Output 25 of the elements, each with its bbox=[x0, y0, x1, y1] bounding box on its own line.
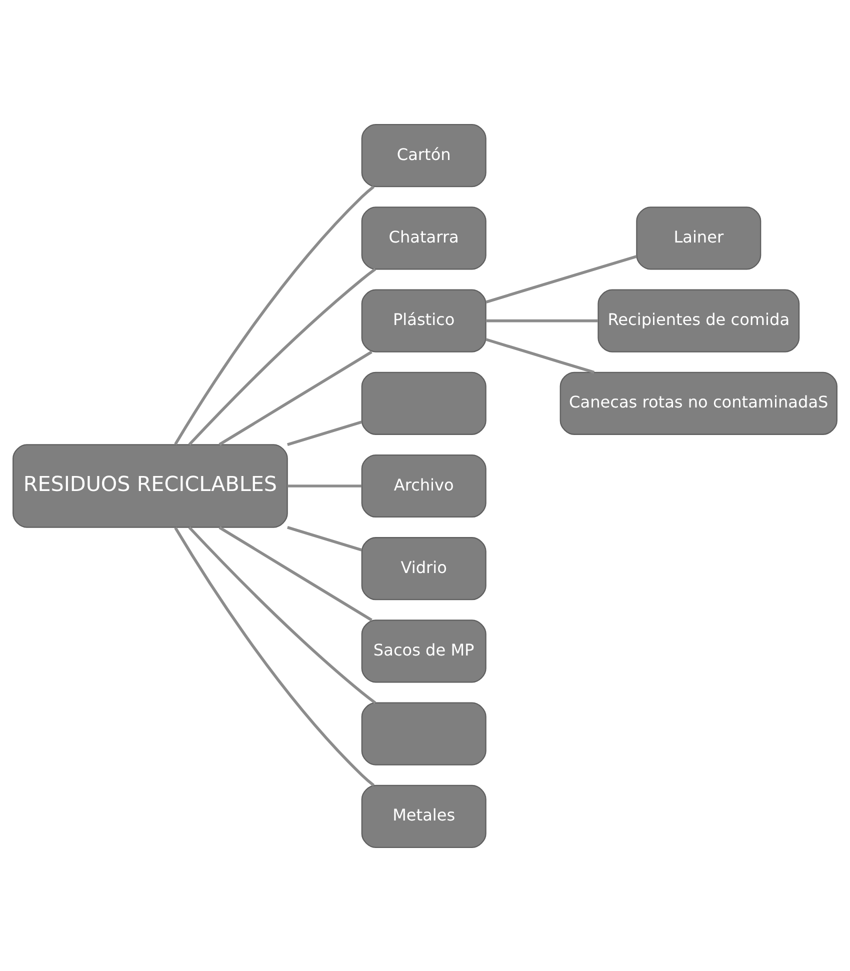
connector bbox=[287, 484, 362, 487]
connector bbox=[486, 318, 598, 322]
node-box bbox=[361, 702, 486, 765]
node-box: Vidrio bbox=[361, 536, 486, 600]
node-box: Chatarra bbox=[361, 206, 486, 270]
connector bbox=[174, 526, 375, 786]
node-box: Cartón bbox=[361, 124, 486, 187]
node-box: Recipientes de comida bbox=[598, 288, 800, 352]
node-box bbox=[361, 371, 486, 434]
node-box: Plástico bbox=[361, 288, 486, 352]
connector bbox=[188, 526, 376, 704]
connector bbox=[287, 526, 362, 551]
node-box: Lainer bbox=[636, 206, 762, 270]
connector bbox=[218, 350, 372, 446]
node-box: RESIDUOS RECICLABLES bbox=[12, 444, 288, 528]
connector bbox=[287, 420, 362, 446]
node-box: Canecas rotas no contaminadaS bbox=[560, 371, 838, 434]
connector bbox=[188, 268, 376, 446]
connector bbox=[486, 338, 595, 374]
connector bbox=[486, 254, 637, 303]
connector bbox=[174, 184, 375, 444]
node-box: Metales bbox=[361, 784, 486, 848]
node-box: Archivo bbox=[361, 454, 486, 518]
node-box: Sacos de MP bbox=[361, 619, 486, 682]
connector bbox=[218, 526, 372, 621]
